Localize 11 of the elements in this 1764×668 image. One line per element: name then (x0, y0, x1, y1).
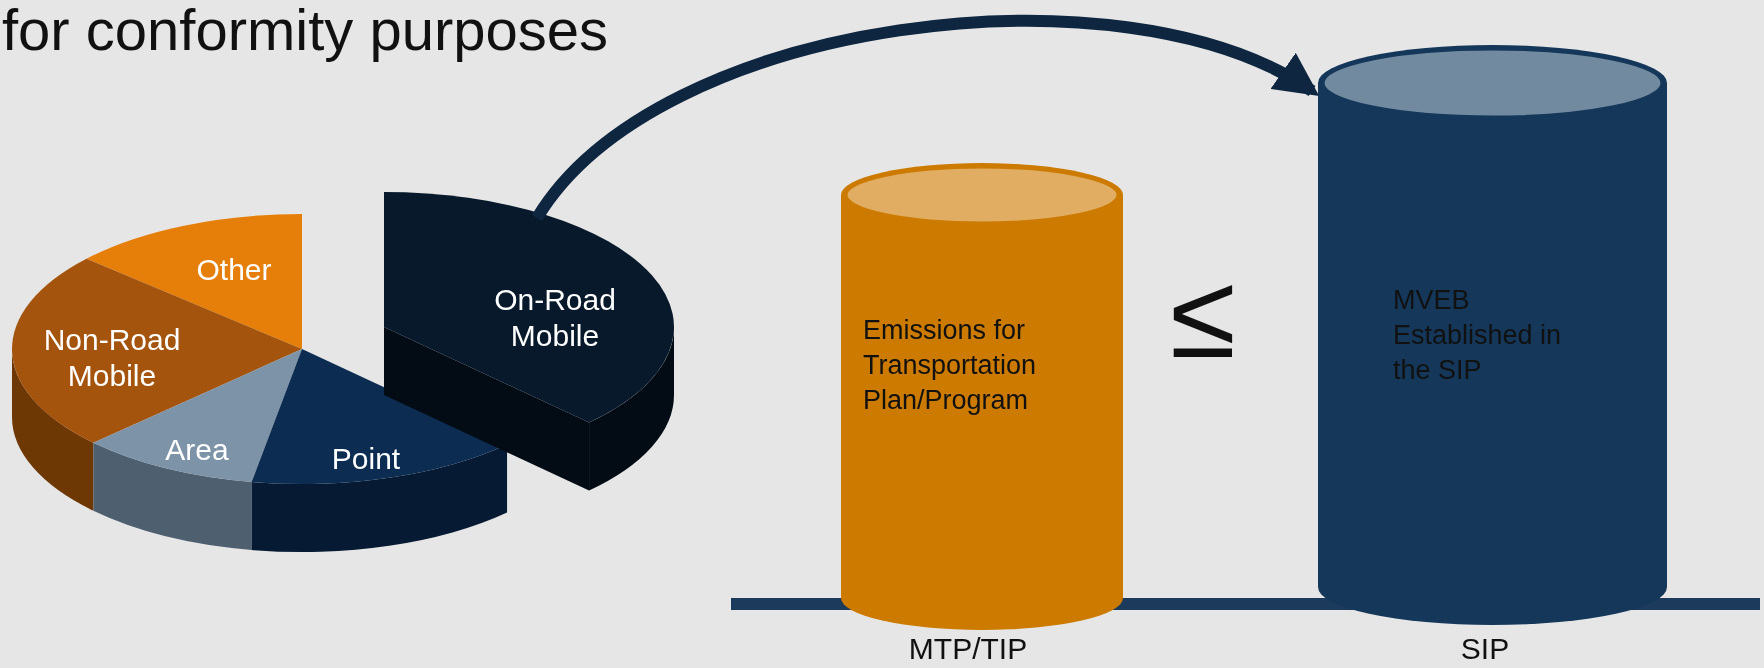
slice-label: Point (330, 441, 402, 477)
slice-label: Area (164, 432, 230, 468)
cylinder-label: MVEB Established in the SIP (1393, 284, 1563, 388)
slice-label: Other (195, 252, 273, 288)
slice-label: On-Road Mobile (493, 282, 617, 354)
slice-label: Non-Road Mobile (42, 322, 182, 394)
less-or-equal-sign: ≤ (1170, 255, 1236, 375)
axis-label: SIP (1460, 632, 1510, 666)
axis-label: MTP/TIP (908, 632, 1028, 666)
cylinder-label: Emissions for Transportation Plan/Program (863, 314, 1038, 418)
title: for conformity purposes (2, 0, 609, 63)
